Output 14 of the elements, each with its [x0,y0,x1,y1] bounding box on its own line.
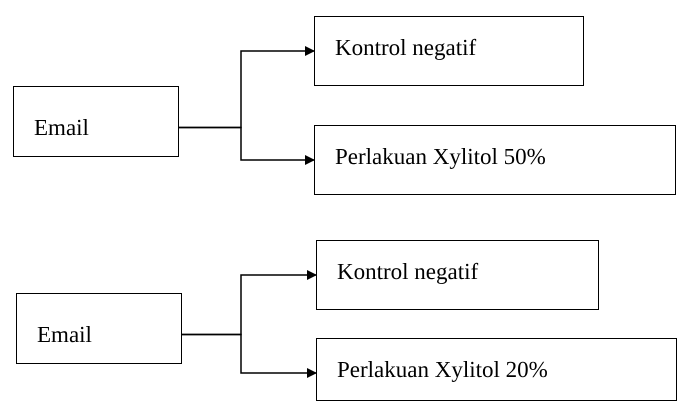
box-label: Perlakuan Xylitol 20% [337,357,548,383]
box-label: Kontrol negatif [335,35,476,61]
box-label: Email [34,115,89,141]
box-label: Email [37,322,92,348]
process-box [314,16,584,86]
arrow [179,126,315,165]
process-box [314,125,676,195]
process-box [13,86,179,157]
box-label: Kontrol negatif [337,259,478,285]
process-box [316,240,599,310]
arrow [182,334,317,378]
process-box [316,338,677,401]
box-label: Perlakuan Xylitol 50% [335,144,546,170]
process-box [16,293,182,364]
